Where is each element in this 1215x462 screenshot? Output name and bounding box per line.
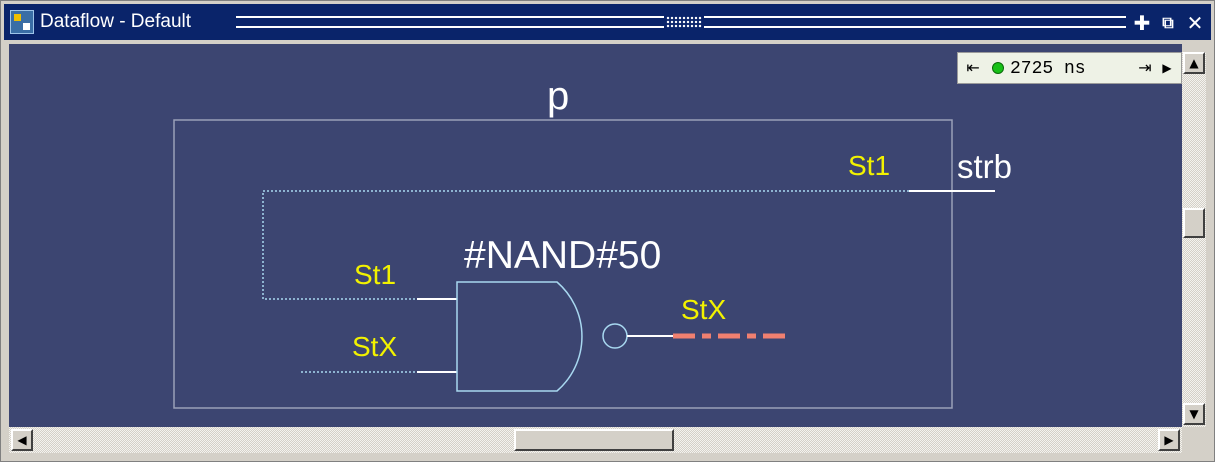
dock-handle-icon[interactable] [666,16,702,28]
strb-value-label: St1 [848,150,891,181]
input-b-value-label: StX [352,331,398,362]
region-frame [173,119,953,409]
horizontal-scroll-thumb[interactable] [514,429,674,451]
window-title: Dataflow - Default [40,11,192,32]
strb-port-label: strb [957,148,1013,185]
step-back-icon[interactable]: ⇤ [966,58,980,77]
strb-dotted-wire[interactable] [262,190,909,300]
title-grip-left[interactable] [236,16,664,28]
close-icon[interactable]: ✕ [1186,11,1204,35]
nand-instance-label: #NAND#50 [464,234,662,277]
status-led-icon [992,62,1004,74]
dataflow-app-icon[interactable] [10,10,34,34]
dataflow-canvas[interactable]: p St1 strb #NAND#50 St1 StX StX ⇤ 2725 n… [9,44,1182,427]
maximize-icon[interactable]: ✚ [1133,11,1151,35]
horizontal-scrollbar[interactable]: ◀ ▶ [9,427,1182,453]
vertical-scrollbar[interactable]: ▲ ▼ [1182,52,1206,427]
scroll-up-icon[interactable]: ▲ [1183,52,1205,74]
step-forward-icon[interactable]: ⇥ [1138,58,1152,77]
schematic [173,119,995,409]
output-value-label: StX [681,294,727,325]
scroll-right-icon[interactable]: ▶ [1158,429,1180,451]
time-toolbar: ⇤ 2725 ns ⇥ ▶ [957,52,1182,84]
scrollbar-corner [1182,427,1206,453]
current-time: 2725 ns [1010,59,1086,79]
scroll-left-icon[interactable]: ◀ [11,429,33,451]
nand-gate-body[interactable] [456,281,583,392]
scroll-down-icon[interactable]: ▼ [1183,403,1205,425]
title-grip-right[interactable] [704,16,1126,28]
vertical-scroll-thumb[interactable] [1183,208,1205,238]
undock-icon[interactable]: ⧉ [1162,13,1174,32]
expand-arrow-icon[interactable]: ▶ [1162,61,1172,75]
title-bar[interactable]: Dataflow - Default ✚ ⧉ ✕ [4,4,1211,40]
input-a-value-label: St1 [354,259,397,290]
nand-inversion-bubble [602,323,628,349]
region-label: p [547,74,570,118]
